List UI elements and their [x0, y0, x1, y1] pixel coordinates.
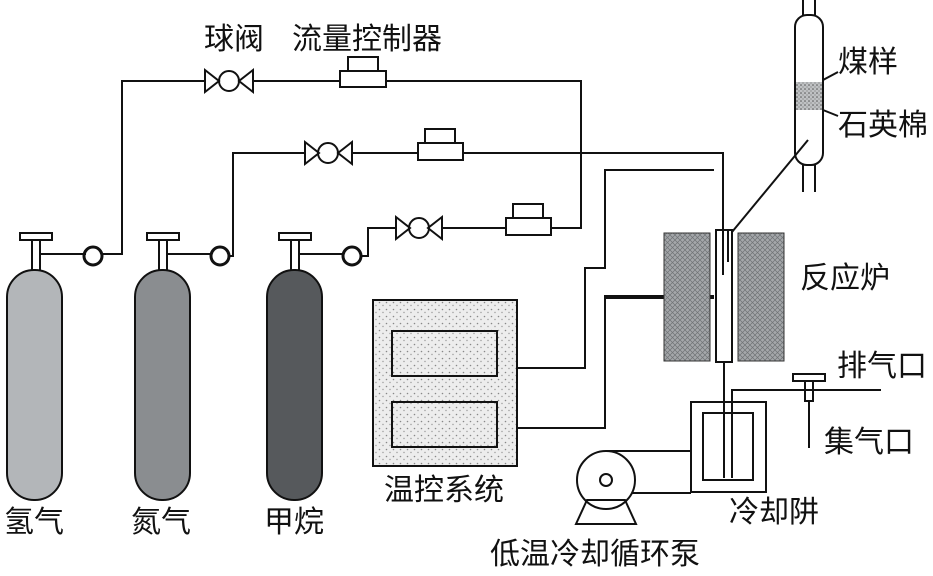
- gas-cylinder-icon: [134, 269, 191, 501]
- exhaust-port-label: 排气口: [837, 349, 927, 384]
- hydrogen-line: [102, 80, 582, 255]
- pump-icon: [574, 450, 691, 525]
- gas-cylinder-icon: [6, 269, 63, 501]
- flow-controller-icon: [339, 56, 387, 88]
- hydrogen-cylinder: [6, 232, 104, 501]
- ball-valve-icon: [204, 67, 254, 95]
- ball-valve-icon: [395, 214, 443, 242]
- callout-line: [731, 139, 809, 233]
- gas-lines: [102, 80, 724, 257]
- reactor-furnace-label: 反应炉: [800, 261, 890, 296]
- ball-valve-icon: [304, 139, 353, 167]
- flow-controller-icon: [505, 203, 552, 236]
- quartz-wool-label: 石英棉: [838, 108, 928, 143]
- tube-reactor-icon: [715, 153, 733, 478]
- pump-label: 低温冷却循环泵: [490, 537, 700, 572]
- temp-control-label: 温控系统: [384, 473, 504, 508]
- collection-port-label: 集气口: [824, 425, 914, 460]
- coal-sample-label: 煤样: [838, 45, 898, 80]
- exhaust-collection-ports: [731, 373, 881, 478]
- labels: 球阀 流量控制器 煤样 石英棉 反应炉 排气口 集气口 温控系统 冷却阱 低温冷…: [4, 22, 928, 572]
- nitrogen-label: 氮气: [131, 505, 191, 540]
- ball-valve-label: 球阀: [204, 22, 264, 57]
- furnace-icon: [663, 232, 785, 362]
- methane-cylinder: [266, 232, 363, 501]
- pressure-gauge-icon: [341, 245, 363, 267]
- cold-trap-icon: [690, 401, 767, 493]
- pressure-gauge-icon: [209, 245, 231, 267]
- flow-controller-label: 流量控制器: [292, 22, 442, 57]
- nitrogen-cylinder: [134, 232, 231, 501]
- temp-control-system: [372, 169, 714, 467]
- cold-trap-label: 冷却阱: [729, 495, 819, 530]
- pressure-gauge-icon: [82, 245, 104, 267]
- sample-tube-detail: [794, 0, 839, 192]
- gas-cylinder-icon: [266, 269, 323, 501]
- methane-line: [361, 227, 506, 257]
- hydrogen-label: 氢气: [4, 505, 64, 540]
- flow-controller-icon: [417, 128, 464, 161]
- methane-label: 甲烷: [264, 505, 324, 540]
